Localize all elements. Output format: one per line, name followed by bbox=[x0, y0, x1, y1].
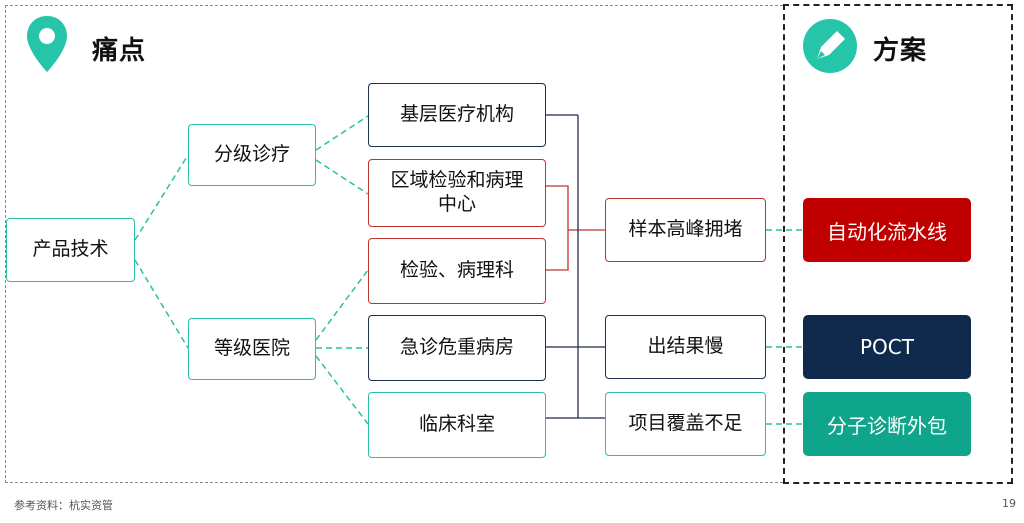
edge-tiered-primary bbox=[315, 115, 369, 151]
edge-tiered-regional bbox=[315, 159, 369, 195]
node-insufficient-coverage: 项目覆盖不足 bbox=[605, 392, 766, 456]
node-sample-peak: 样本高峰拥堵 bbox=[605, 198, 766, 262]
bracket-regional-lab bbox=[546, 185, 569, 271]
node-clinical-dept: 临床科室 bbox=[368, 392, 546, 458]
page-number: 19 bbox=[1002, 497, 1016, 510]
solution-poct: POCT bbox=[803, 315, 971, 379]
node-regional-center: 区域检验和病理中心 bbox=[368, 159, 546, 227]
node-grade-hospital: 等级医院 bbox=[188, 318, 316, 380]
pain-points-frame bbox=[5, 5, 783, 483]
solution-title: 方案 bbox=[873, 36, 928, 66]
solutions-frame bbox=[783, 4, 1013, 484]
solution-outsourcing: 分子诊断外包 bbox=[803, 392, 971, 456]
location-pin-icon bbox=[27, 16, 67, 72]
node-slow-results: 出结果慢 bbox=[605, 315, 766, 379]
node-emergency-ward: 急诊危重病房 bbox=[368, 315, 546, 381]
source-note: 参考资料：杭实资管 bbox=[14, 499, 113, 512]
edge-product-grade bbox=[134, 259, 189, 349]
pain-title: 痛点 bbox=[92, 36, 147, 66]
edge-grade-lab bbox=[315, 269, 369, 341]
node-product-tech: 产品技术 bbox=[6, 218, 135, 282]
edge-grade-clinical bbox=[315, 355, 369, 425]
node-primary-care: 基层医疗机构 bbox=[368, 83, 546, 147]
pencil-icon bbox=[803, 19, 857, 73]
node-tiered-care: 分级诊疗 bbox=[188, 124, 316, 186]
solution-automation: 自动化流水线 bbox=[803, 198, 971, 262]
node-lab-pathology: 检验、病理科 bbox=[368, 238, 546, 304]
edge-product-tiered bbox=[134, 154, 189, 241]
